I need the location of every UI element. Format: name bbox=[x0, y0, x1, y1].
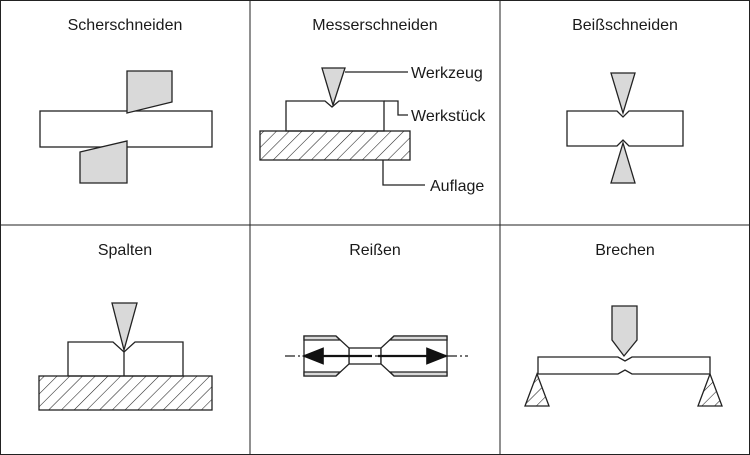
right-grip-jaw-bottom bbox=[388, 371, 448, 377]
panel-beissschneiden: Beißschneiden bbox=[566, 17, 684, 184]
workpiece bbox=[566, 110, 684, 147]
upper-shear-blade bbox=[126, 70, 173, 114]
workpiece-beam bbox=[537, 356, 711, 375]
leader-auflage bbox=[382, 160, 425, 186]
panel-title-beissschneiden: Beißschneiden bbox=[572, 17, 678, 34]
left-support bbox=[524, 372, 550, 407]
panel-scherschneiden: Scherschneiden bbox=[39, 17, 213, 184]
panel-title-brechen: Brechen bbox=[595, 242, 655, 259]
knife-tool bbox=[321, 67, 346, 108]
upper-cutting-edge bbox=[610, 72, 636, 116]
panel-messerschneiden: Messerschneiden Werkzeug Werkstück Aufla… bbox=[259, 17, 486, 195]
panel-title-spalten: Spalten bbox=[98, 242, 152, 259]
panel-title-scherschneiden: Scherschneiden bbox=[68, 17, 183, 34]
right-grip-jaw-top bbox=[388, 335, 448, 341]
left-grip-jaw-bottom bbox=[303, 371, 342, 377]
press-punch bbox=[611, 305, 638, 358]
right-support bbox=[697, 372, 723, 407]
leader-werkstueck bbox=[384, 100, 408, 116]
wedge-tool bbox=[111, 302, 138, 353]
support-block bbox=[259, 130, 411, 161]
panel-spalten: Spalten bbox=[38, 242, 213, 411]
label-werkstueck: Werkstück bbox=[411, 108, 486, 125]
lower-cutting-edge bbox=[610, 140, 636, 184]
label-werkzeug: Werkzeug bbox=[411, 65, 483, 82]
workpiece bbox=[285, 100, 385, 132]
label-auflage: Auflage bbox=[430, 178, 484, 195]
left-grip-jaw-top bbox=[303, 335, 342, 341]
workpiece bbox=[67, 341, 184, 377]
panel-title-reissen: Reißen bbox=[349, 242, 401, 259]
panel-title-messerschneiden: Messerschneiden bbox=[312, 17, 437, 34]
panel-brechen: Brechen bbox=[524, 242, 723, 407]
panel-reissen: Reißen bbox=[285, 242, 468, 377]
lower-shear-blade bbox=[79, 140, 128, 184]
support-block bbox=[38, 375, 213, 411]
